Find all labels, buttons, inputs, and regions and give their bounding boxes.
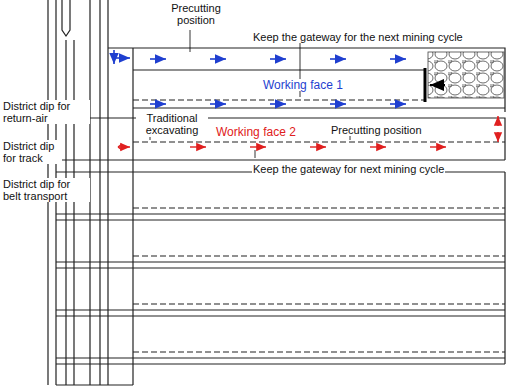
note-label: Traditional excavating — [136, 112, 208, 136]
note-label: Precutting position — [165, 2, 227, 26]
shaft-label: District dip for track — [2, 140, 62, 164]
face-label: Working face 1 — [262, 79, 344, 91]
note-label: Keep the gateway for next mining cycle — [252, 163, 445, 175]
face-label: Working face 2 — [215, 126, 297, 138]
shaft-label: District dip for belt transport — [2, 178, 90, 202]
note-label: Precutting position — [330, 124, 423, 136]
note-label: Keep the gateway for the next mining cyc… — [252, 31, 464, 43]
shaft-label: District dip for return-air — [2, 100, 90, 124]
